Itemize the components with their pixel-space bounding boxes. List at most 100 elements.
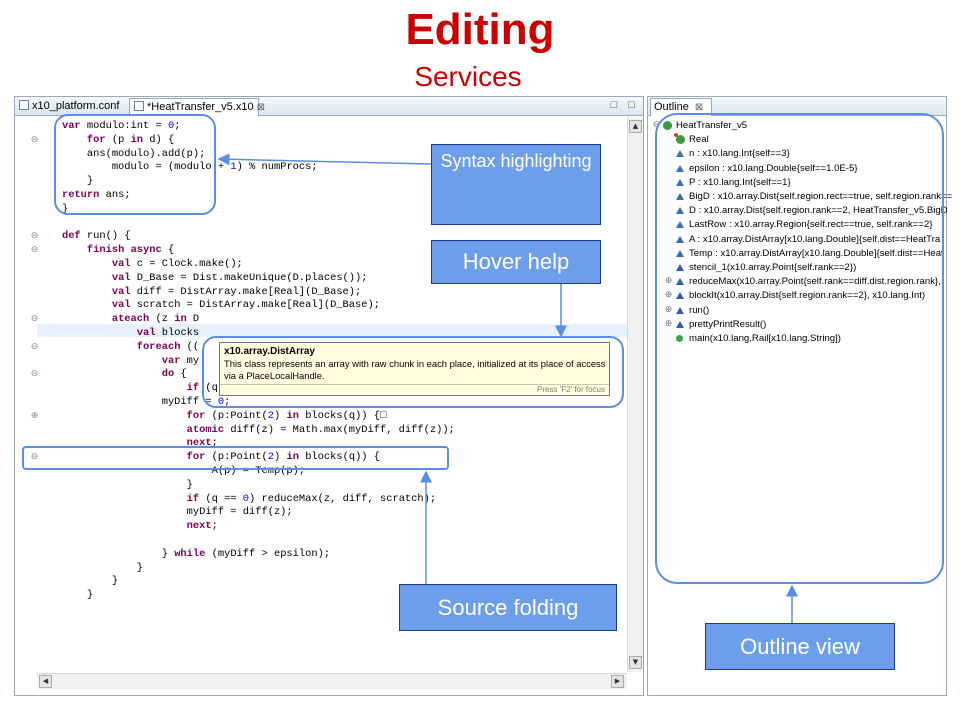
keyword-token: for [186, 409, 206, 422]
vertical-scrollbar[interactable]: ▲ ▼ [627, 117, 643, 672]
code-line[interactable]: for (p:Point(2) in blocks(q)) {□ [37, 409, 387, 423]
code-token [37, 230, 62, 242]
code-token [37, 244, 87, 256]
code-token: { [174, 368, 187, 381]
expand-icon[interactable]: ⊕ [664, 276, 673, 287]
code-line[interactable]: ateach (z in D [37, 313, 199, 326]
outline-item[interactable]: main(x10.lang.Rail[x10.lang.String]) [648, 332, 946, 345]
outline-item[interactable]: epsilon : x10.lang.Double{self==1.0E-5} [648, 162, 946, 175]
collapse-fold-icon[interactable]: ⊖ [30, 452, 39, 463]
code-line[interactable]: } [37, 175, 93, 188]
outline-item[interactable]: ⊕reduceMax(x10.array.Point{self.rank==di… [648, 275, 946, 288]
slide-title: Editing [405, 5, 555, 54]
outline-item[interactable]: A : x10.array.DistArray[x10.lang.Double]… [648, 233, 946, 246]
code-line[interactable]: foreach (( [37, 341, 199, 354]
keyword-token: val [111, 271, 131, 284]
expand-fold-icon[interactable]: ⊕ [30, 410, 39, 421]
source-folding-callout: Source folding [399, 584, 617, 631]
outline-item[interactable]: Temp : x10.array.DistArray[x10.lang.Doub… [648, 247, 946, 260]
close-icon[interactable]: ⊠ [694, 102, 704, 113]
code-line[interactable]: return ans; [37, 189, 131, 202]
current-line-highlight [37, 324, 627, 337]
code-line[interactable]: } while (myDiff > epsilon); [37, 548, 330, 561]
keyword-token: var [161, 354, 181, 367]
field-icon [676, 221, 684, 229]
code-line[interactable]: for (p in d) { [37, 134, 174, 147]
scroll-left-icon[interactable]: ◀ [39, 675, 52, 688]
collapse-fold-icon[interactable]: ⊖ [30, 134, 39, 145]
code-line[interactable]: } [37, 575, 118, 588]
code-token: modulo = (modulo + [37, 161, 231, 174]
hover-help-callout: Hover help [431, 240, 601, 284]
outline-item[interactable]: P : x10.lang.Int{self==1} [648, 176, 946, 189]
hover-help-popup[interactable]: x10.array.DistArray This class represent… [219, 342, 610, 396]
code-line[interactable]: finish async { [37, 244, 174, 257]
tab-heattransfer-v5[interactable]: *HeatTransfer_v5.x10⊠ [129, 98, 265, 116]
tab-x10-platform-conf[interactable]: x10_platform.conf [15, 98, 127, 116]
code-line[interactable]: val diff = DistArray.make[Real](D_Base); [37, 286, 361, 299]
collapse-fold-icon[interactable]: ⊖ [30, 369, 39, 380]
expand-icon[interactable]: ⊕ [664, 304, 673, 315]
code-line[interactable]: } [37, 562, 143, 575]
outline-item[interactable]: ⊕run() [648, 304, 946, 317]
outline-item[interactable]: n : x10.lang.Int{self==3} [648, 147, 946, 160]
scroll-right-icon[interactable]: ▶ [611, 675, 624, 688]
outline-item[interactable]: ⊕blockIt(x10.array.Dist{self.region.rank… [648, 289, 946, 302]
horizontal-scrollbar[interactable]: ◀ ▶ [37, 673, 627, 689]
keyword-token: atomic [186, 423, 225, 436]
code-line[interactable]: myDiff = diff(z); [37, 506, 293, 519]
code-token: { [161, 244, 175, 257]
scroll-up-icon[interactable]: ▲ [629, 120, 642, 133]
outline-item[interactable]: D : x10.array.Dist{self.region.rank==2, … [648, 204, 948, 217]
keyword-token: def [61, 230, 81, 243]
code-line[interactable]: } [37, 479, 193, 492]
code-line[interactable]: val D_Base = Dist.makeUnique(D.places())… [37, 272, 368, 285]
code-line[interactable]: def run() { [37, 230, 131, 243]
outline-item[interactable]: stencil_1(x10.array.Point{self.rank==2}) [648, 261, 946, 274]
code-line[interactable]: do { [37, 368, 187, 381]
number-token: 0 [217, 396, 225, 408]
code-line[interactable]: if (q == 0) reduceMax(z, diff, scratch); [37, 493, 436, 506]
code-token: (p [105, 133, 131, 146]
scroll-down-icon[interactable]: ▼ [629, 656, 642, 669]
folding-region-marker [22, 446, 449, 470]
code-line[interactable]: for (p:Point(2) in blocks(q)) { [37, 451, 380, 464]
expand-icon[interactable]: ⊕ [664, 318, 673, 329]
code-line[interactable]: atomic diff(z) = Math.max(myDiff, diff(z… [37, 424, 455, 437]
code-line[interactable]: next; [37, 520, 218, 533]
code-line[interactable]: var my [37, 355, 199, 368]
code-token [37, 286, 112, 298]
code-line[interactable]: ans(modulo).add(p); [37, 148, 205, 161]
code-area[interactable]: var modulo:int = 0; for (p in d) { ans(m… [37, 117, 627, 672]
code-line[interactable]: myDiff = 0; [37, 396, 231, 409]
syntax-region-marker [54, 114, 216, 215]
collapse-fold-icon[interactable]: ⊖ [30, 231, 39, 242]
close-icon[interactable]: ⊠ [256, 102, 265, 113]
outline-item-label: P : x10.lang.Int{self==1} [689, 176, 791, 188]
outline-item-label: Real [689, 134, 709, 146]
outline-item-label: Temp : x10.array.DistArray[x10.lang.Doub… [689, 247, 944, 259]
code-token: ; [174, 120, 181, 132]
code-line[interactable]: val c = Clock.make(); [37, 258, 243, 271]
code-token [37, 355, 162, 367]
collapse-fold-icon[interactable]: ⊖ [30, 314, 39, 325]
outline-item[interactable]: BigD : x10.array.Dist{self.region.rect==… [648, 190, 952, 203]
keyword-token: in [286, 451, 299, 464]
outline-item[interactable]: LastRow : x10.array.Region{self.rect==tr… [648, 218, 946, 231]
outline-item[interactable]: ⊕prettyPrintResult() [648, 318, 946, 331]
window-buttons[interactable]: □ □ [610, 99, 639, 111]
outline-item-label: n : x10.lang.Int{self==3} [689, 148, 790, 160]
field-icon [676, 235, 684, 243]
collapse-fold-icon[interactable]: ⊖ [30, 341, 39, 352]
code-token [37, 313, 112, 325]
expand-icon[interactable]: ⊕ [664, 290, 673, 301]
code-line[interactable]: val blocks [37, 327, 199, 340]
x10-file-icon [134, 101, 144, 111]
outline-item[interactable]: Real [648, 133, 946, 146]
code-line[interactable]: } [37, 589, 93, 602]
field-icon [676, 178, 684, 186]
tab-outline[interactable]: Outline ⊠ [650, 98, 712, 116]
code-line[interactable]: val scratch = DistArray.make[Real](D_Bas… [37, 299, 380, 312]
collapse-fold-icon[interactable]: ⊖ [30, 245, 39, 256]
keyword-token: val [111, 285, 131, 298]
